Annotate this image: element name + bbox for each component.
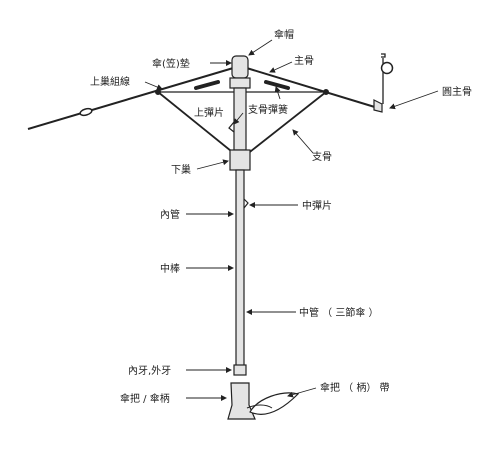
stretcher-right <box>245 91 327 156</box>
middle-spring-clip <box>243 198 249 209</box>
label-ring-rib: 圓主骨 <box>442 86 472 98</box>
label-upper-nest-wire: 上巢組線 <box>90 75 130 88</box>
label-middle-rod: 中棒 <box>160 262 180 275</box>
label-thread: 內牙,外牙 <box>128 365 171 377</box>
label-handle: 傘把 / 傘柄 <box>120 392 170 405</box>
thread-joint <box>233 364 247 376</box>
label-lower-nest: 下巢 <box>171 163 191 176</box>
main-rib-left <box>27 65 241 130</box>
inner-tube <box>235 169 245 371</box>
joint-right <box>323 89 329 95</box>
spring-left <box>194 80 220 90</box>
upper-nest <box>229 77 251 89</box>
label-main-rib: 主骨 <box>294 55 314 67</box>
label-inner-tube: 內管 <box>160 208 180 221</box>
leader-lines <box>144 39 439 401</box>
label-handle-strap: 傘把 （ 柄） 帶 <box>320 381 390 394</box>
label-stretcher: 支骨 <box>312 151 332 163</box>
main-rib-right <box>239 65 379 109</box>
label-washer: 傘(笠)墊 <box>152 57 190 70</box>
label-middle-spring: 中彈片 <box>302 199 332 212</box>
canopy-cap <box>231 55 249 79</box>
handle-strap <box>249 392 300 415</box>
joint-left <box>155 89 161 95</box>
stretcher-left <box>157 91 237 156</box>
label-upper-spring: 上彈片 <box>194 106 224 119</box>
lower-nest <box>229 149 251 171</box>
rib-tip-left <box>79 107 93 117</box>
ring-rib-part <box>373 53 394 113</box>
label-canopy-cap: 傘帽 <box>274 28 294 41</box>
spring-right <box>264 80 290 90</box>
upper-spring-clip <box>228 121 235 133</box>
handle <box>227 382 256 420</box>
upper-tube <box>233 87 247 151</box>
label-stretcher-spring: 支骨彈簧 <box>248 103 288 116</box>
umbrella-shaft <box>227 55 300 420</box>
label-middle-tube: 中管 （ 三節傘 ） <box>299 306 379 319</box>
